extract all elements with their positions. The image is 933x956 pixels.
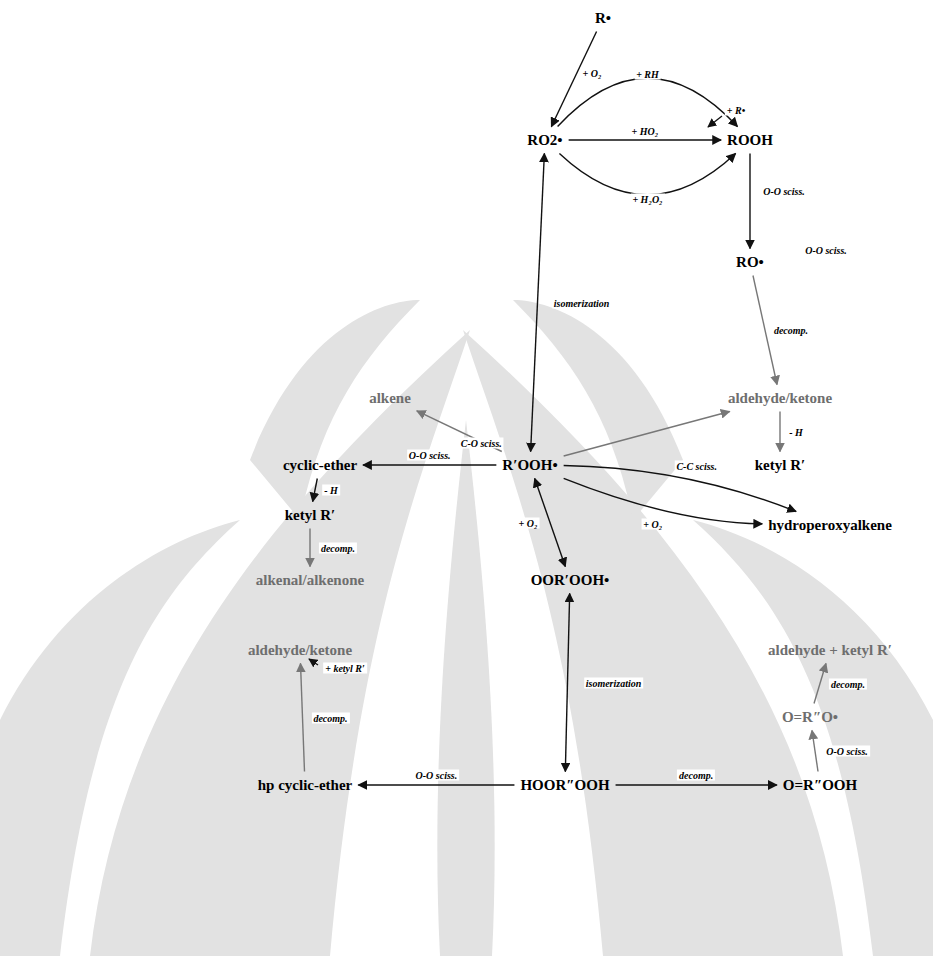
reaction-arrow bbox=[531, 154, 545, 452]
edge-label: + O₂ bbox=[641, 518, 664, 529]
reaction-arrow bbox=[559, 154, 735, 195]
species-node: HOOR″OOH bbox=[517, 775, 612, 796]
note-label: + ketyl R′ bbox=[323, 663, 367, 674]
edge-label: + O₂ bbox=[581, 68, 604, 79]
species-node: O=R″OOH bbox=[780, 775, 860, 796]
reaction-arrow bbox=[564, 412, 730, 456]
species-text: R• bbox=[595, 10, 611, 26]
species-node: RO2• bbox=[524, 130, 565, 151]
species-text: R′OOH• bbox=[502, 457, 557, 473]
species-text: aldehyde/ketone bbox=[248, 642, 352, 658]
species-node: alkenal/alkenone bbox=[253, 570, 367, 591]
reaction-arrow bbox=[564, 478, 763, 524]
reaction-arrow bbox=[749, 154, 750, 249]
species-text: alkene bbox=[369, 390, 411, 406]
reaction-arrow bbox=[358, 784, 514, 785]
reaction-arrow bbox=[313, 479, 318, 502]
reaction-arrow bbox=[301, 664, 305, 772]
species-text: ROOH bbox=[727, 132, 773, 148]
species-text: HOOR″OOH bbox=[520, 777, 609, 793]
species-text: OOR′OOH• bbox=[531, 572, 610, 588]
edge-label: isomerization bbox=[584, 677, 644, 688]
edge-label: decomp. bbox=[772, 325, 810, 336]
species-node: alkene bbox=[366, 388, 414, 409]
species-node: ROOH bbox=[724, 130, 776, 151]
edge-label: - H bbox=[787, 426, 805, 437]
species-text: hp cyclic-ether bbox=[258, 777, 353, 793]
reaction-arrow bbox=[309, 529, 310, 567]
edge-label: + HO₂ bbox=[630, 126, 661, 137]
edge-label: C-O sciss. bbox=[459, 438, 504, 449]
species-node: hydroperoxyalkene bbox=[765, 515, 895, 536]
edge-label: + H₂O₂ bbox=[630, 193, 664, 204]
edge-label: decomp. bbox=[677, 770, 715, 781]
species-text: alkenal/alkenone bbox=[256, 572, 364, 588]
species-node: R• bbox=[592, 8, 614, 29]
edge-label: O-O sciss. bbox=[824, 746, 870, 757]
edge-label: decomp. bbox=[319, 542, 357, 553]
edge-label: - H bbox=[322, 485, 340, 496]
species-text: ketyl R′ bbox=[285, 507, 335, 523]
species-node: aldehyde/ketone bbox=[725, 388, 835, 409]
leader-arrow bbox=[309, 659, 318, 665]
species-text: RO• bbox=[736, 254, 764, 270]
species-text: hydroperoxyalkene bbox=[768, 517, 892, 533]
reaction-arrow bbox=[616, 784, 777, 785]
species-node: O=R″O• bbox=[779, 707, 841, 728]
edge-label: isomerization bbox=[552, 297, 612, 308]
species-text: ketyl R′ bbox=[755, 457, 805, 473]
reaction-arrow bbox=[551, 32, 596, 127]
species-text: O=R″O• bbox=[782, 709, 838, 725]
species-node: OOR′OOH• bbox=[528, 570, 613, 591]
edge-label: O-O sciss. bbox=[414, 770, 460, 781]
species-node: ketyl R′ bbox=[752, 455, 808, 476]
edge-label: C-C sciss. bbox=[674, 461, 719, 472]
species-node: ketyl R′ bbox=[282, 505, 338, 526]
reaction-arrow bbox=[558, 78, 738, 126]
species-node: hp cyclic-ether bbox=[255, 775, 356, 796]
species-text: O=R″OOH bbox=[783, 777, 857, 793]
species-node: aldehyde/ketone bbox=[245, 640, 355, 661]
reaction-arrow bbox=[363, 464, 496, 465]
leader-arrow bbox=[708, 116, 722, 127]
edge-label: O-O sciss. bbox=[407, 450, 453, 461]
species-text: aldehyde + ketyl R′ bbox=[768, 642, 892, 658]
edge-label: + RH bbox=[634, 69, 661, 80]
reaction-arrow bbox=[779, 412, 780, 452]
species-node: aldehyde + ketyl R′ bbox=[765, 640, 895, 661]
species-text: RO2• bbox=[527, 132, 562, 148]
reaction-arrow bbox=[814, 664, 826, 704]
reaction-arrow bbox=[812, 731, 818, 772]
species-node: RO• bbox=[733, 252, 767, 273]
species-node: R′OOH• bbox=[499, 455, 560, 476]
species-node: cyclic-ether bbox=[280, 455, 360, 476]
note-label: + R• bbox=[725, 105, 747, 116]
edge-label: + O₂ bbox=[517, 517, 540, 528]
species-text: cyclic-ether bbox=[283, 457, 357, 473]
edge-label: decomp. bbox=[311, 712, 349, 723]
edge-label: decomp. bbox=[829, 678, 867, 689]
edge-label: O-O sciss. bbox=[761, 186, 807, 197]
reaction-arrow bbox=[569, 139, 721, 140]
note-label: O-O sciss. bbox=[803, 245, 849, 256]
reaction-arrow bbox=[565, 594, 569, 772]
species-text: aldehyde/ketone bbox=[728, 390, 832, 406]
